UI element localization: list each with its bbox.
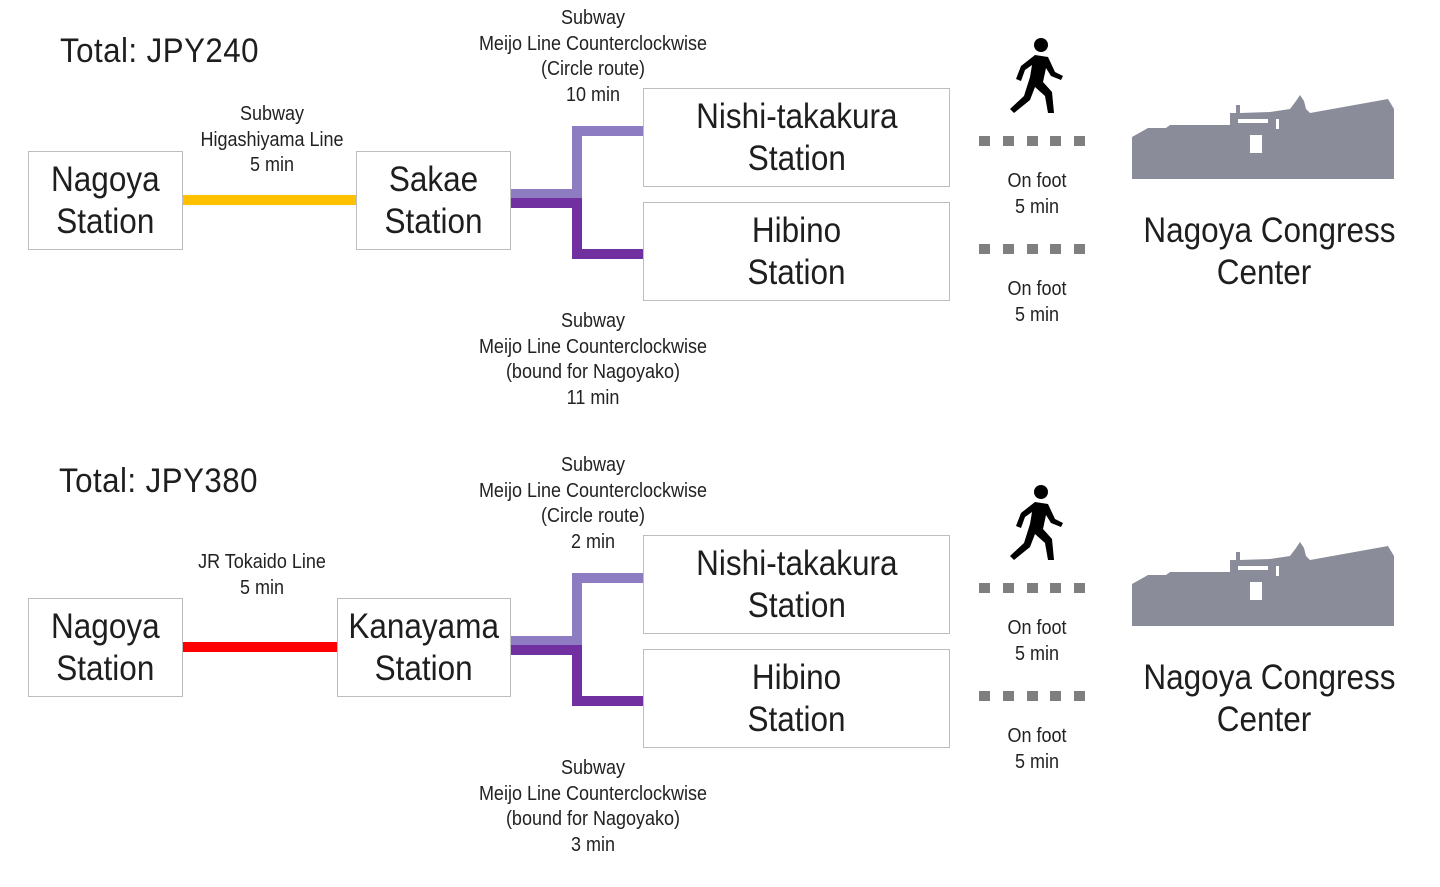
walking-person-icon [1010, 38, 1063, 113]
station-name: Nishi-takakura [695, 543, 898, 583]
route-total-fare: Total: JPY380 [59, 462, 258, 500]
station-suffix: Station [374, 648, 474, 688]
route-total-fare: Total: JPY240 [60, 32, 259, 70]
station-name: Nishi-takakura [695, 96, 898, 136]
station-name: Kanayama [348, 606, 500, 646]
station-suffix: Station [384, 201, 483, 241]
station-suffix: Station [56, 201, 155, 241]
station-name: Hibino [751, 210, 842, 250]
upper-leg-line [511, 126, 643, 199]
station-suffix: Station [747, 138, 846, 178]
station-suffix: Station [747, 252, 846, 292]
walk-dots-lower [979, 244, 1085, 254]
lower-leg-line [511, 198, 643, 259]
station-suffix: Station [747, 585, 846, 625]
congress-center-building-icon [1132, 542, 1394, 626]
station-name: Hibino [751, 657, 842, 697]
station-suffix: Station [747, 699, 846, 739]
walk-dots-upper [979, 136, 1085, 146]
station-name: Nagoya [51, 159, 160, 199]
walk-dots-upper [979, 583, 1085, 593]
lower-leg-line [511, 645, 643, 706]
station-name: Nagoya [51, 606, 160, 646]
walk-dots-lower [979, 691, 1085, 701]
congress-center-building-icon [1132, 95, 1394, 179]
station-name: Sakae [388, 159, 479, 199]
route-lines [183, 126, 1085, 259]
route-lines [183, 573, 1085, 706]
upper-leg-line [511, 573, 643, 646]
station-suffix: Station [56, 648, 155, 688]
walking-person-icon [1010, 485, 1063, 560]
